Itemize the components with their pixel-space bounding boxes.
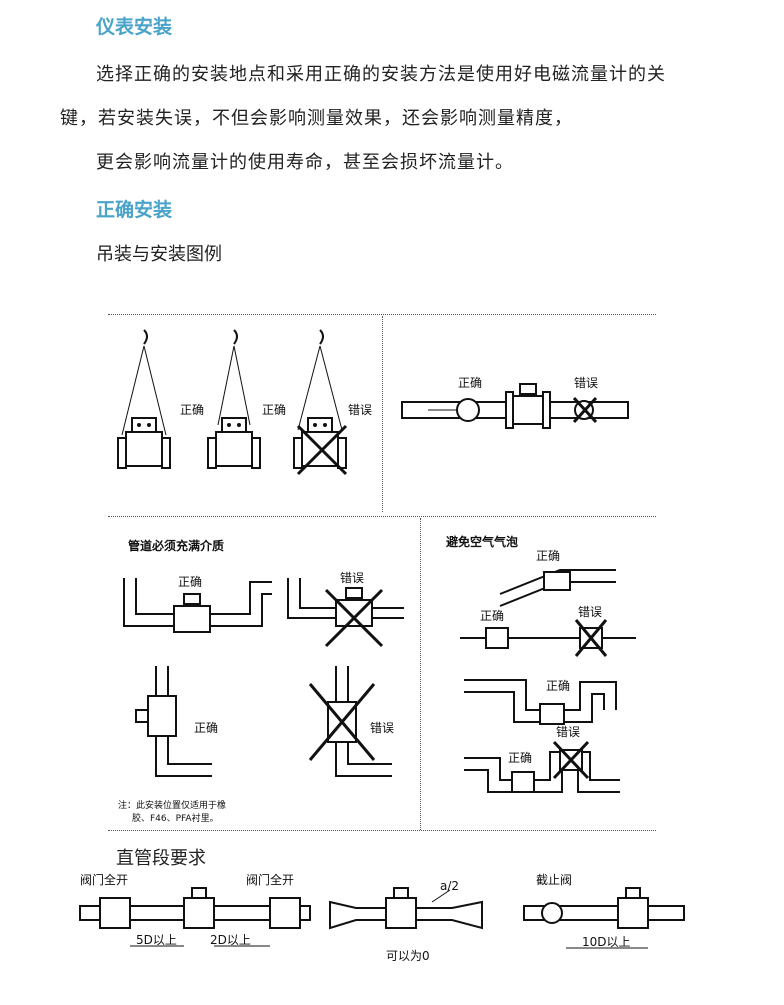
label-can-be-zero: 可以为0 [386,949,430,963]
subtitle-hoisting: 吊装与安装图例 [96,244,222,265]
subtitle-straight-pipe: 直管段要求 [116,848,206,869]
label-correct: 正确 [480,609,504,623]
pump-position-diagram: 正确 错误 [401,376,629,429]
label-correct: 正确 [536,549,560,563]
label-wrong: 错误 [578,605,602,619]
label-a-half: a/2 [440,879,459,893]
label-correct: 正确 [194,721,218,735]
frame-divider [108,516,656,517]
label-valve-open: 阀门全开 [80,872,128,887]
frame-divider [108,314,656,315]
label-5d: 5D以上 [136,933,177,947]
paragraph-line-3: 更会影响流量计的使用寿命，甚至会损坏流量计。 [96,152,514,173]
label-correct: 正确 [546,679,570,693]
heading-instrument-installation: 仪表安装 [96,16,173,38]
label-10d: 10D以上 [582,935,631,949]
frame-divider [108,830,656,831]
heading-correct-installation: 正确安装 [96,199,173,221]
pipe-full-title: 管道必须充满介质 [128,538,224,553]
label-correct: 正确 [508,751,532,765]
label-correct: 正确 [458,376,482,390]
note-line-2: 胶、F46、PFA衬里。 [132,812,219,824]
straight-pipe-diagram: 阀门全开 阀门全开 5D以上 2D以上 a/2 可以为0 截止阀 10D以上 [79,872,685,963]
label-correct: 正确 [262,403,286,417]
label-correct: 正确 [178,575,202,589]
paragraph-line-1: 选择正确的安装地点和采用正确的安装方法是使用好电磁流量计的关 [96,64,666,85]
label-wrong: 错误 [340,571,364,585]
label-stop-valve: 截止阀 [536,873,572,887]
label-wrong: 错误 [348,403,372,417]
label-valve-open: 阀门全开 [246,872,294,887]
paragraph-line-2: 键，若安装失误，不但会影响测量效果，还会影响测量精度， [60,108,573,129]
avoid-bubble-diagram: 避免空气气泡 正确 正确 错误 正确 正确 错误 [446,534,636,793]
label-wrong: 错误 [556,725,580,739]
label-wrong: 错误 [574,376,598,390]
pipe-full-diagram: 管道必须充满介质 正确 错误 正确 错误 注：此安装位置仅适用于橡 胶、F46、… [118,538,404,824]
label-2d: 2D以上 [210,933,251,947]
hoisting-diagram: 正确 正确 错误 [117,329,372,476]
frame-divider [382,316,383,512]
label-wrong: 错误 [370,721,394,735]
note-line-1: 注：此安装位置仅适用于橡 [118,799,226,811]
avoid-bubble-title: 避免空气气泡 [446,534,518,549]
label-correct: 正确 [180,403,204,417]
frame-divider [420,518,421,830]
